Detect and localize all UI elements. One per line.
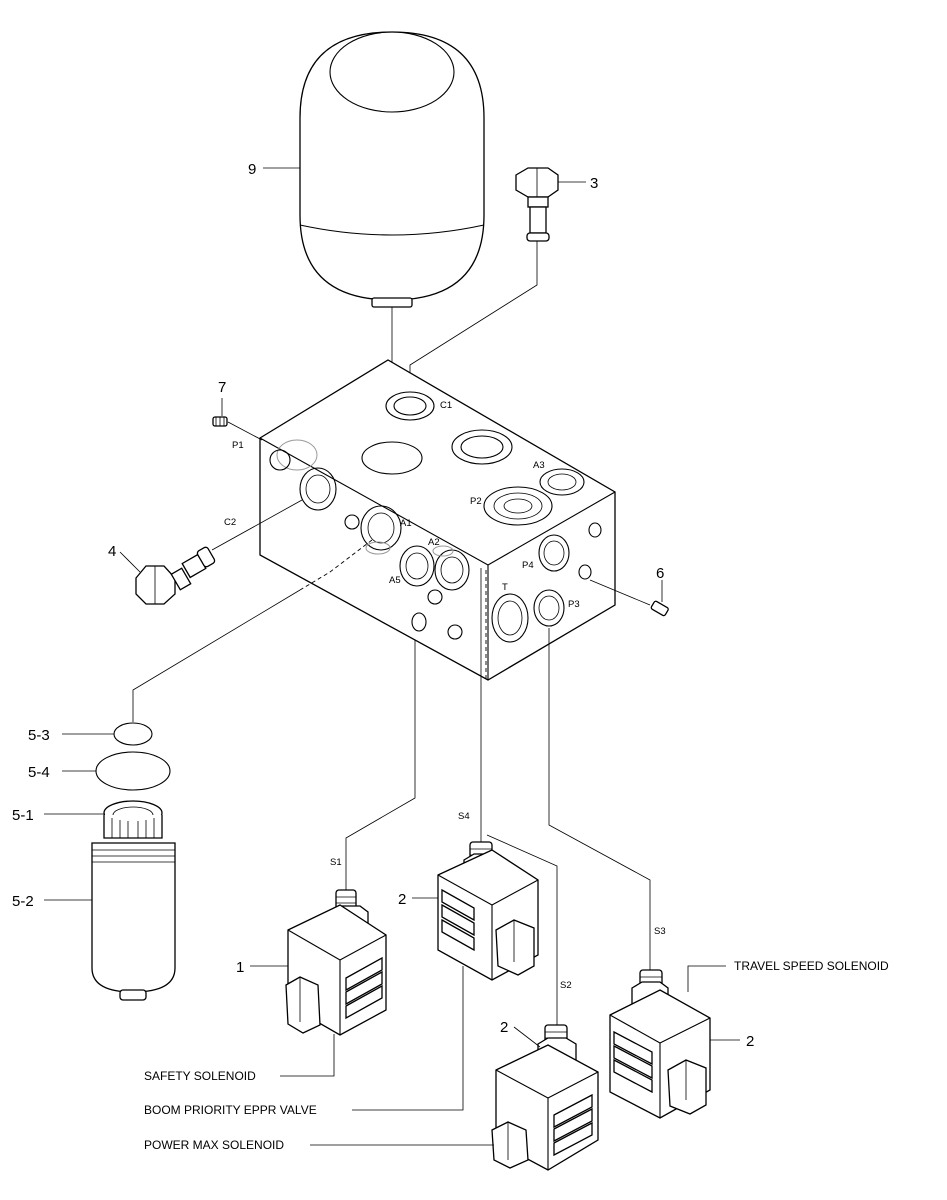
callout-2-power: 2	[500, 1019, 508, 1036]
callout-5-2: 5-2	[12, 893, 34, 910]
port-s3-label: S3	[654, 926, 666, 937]
port-p3-label: P3	[568, 599, 580, 610]
plug-item-7	[212, 398, 263, 441]
callout-numbers: 9 3 7 4 6 5-3 5-4 5-1 5-2 1 2 2 2	[12, 161, 754, 1050]
manifold-block	[259, 359, 616, 681]
plug-item-6	[589, 579, 669, 617]
solenoid-s4-boom-priority	[437, 568, 539, 981]
port-s1-label: S1	[330, 857, 342, 868]
callout-6: 6	[656, 565, 664, 582]
port-p2-label: P2	[470, 496, 482, 507]
solenoid-s3-travel-speed	[548, 628, 711, 1119]
port-a3-label: A3	[533, 460, 545, 471]
port-s4-label: S4	[458, 811, 470, 822]
port-a2-label: A2	[428, 537, 440, 548]
callout-4: 4	[108, 543, 116, 560]
cartridge-item-5	[91, 539, 373, 1001]
callout-5-1: 5-1	[12, 807, 34, 824]
port-p4-label: P4	[522, 560, 534, 571]
caption-boom-priority-eppr-valve: BOOM PRIORITY EPPR VALVE	[144, 1103, 317, 1117]
callout-5-3: 5-3	[28, 727, 50, 744]
accumulator	[299, 31, 485, 440]
solenoid-s2-power-max	[486, 834, 599, 1171]
plug-item-3	[409, 167, 559, 405]
port-t-label: T	[502, 582, 508, 593]
callout-1: 1	[236, 959, 244, 976]
port-c1-label: C1	[440, 400, 452, 411]
callout-2-travel: 2	[746, 1033, 754, 1050]
caption-travel-speed-solenoid: TRAVEL SPEED SOLENOID	[734, 959, 889, 973]
callout-leaders	[44, 167, 740, 1146]
port-c2-label: C2	[224, 517, 236, 528]
solenoid-1-safety	[285, 640, 416, 1036]
port-labels: C1 C2 P1 P2 P3 P4 A1 A2 A3 A5 T	[224, 400, 580, 610]
callout-7: 7	[218, 379, 226, 396]
callout-5-4: 5-4	[28, 764, 50, 781]
caption-power-max-solenoid: POWER MAX SOLENOID	[144, 1138, 284, 1152]
plug-item-4	[135, 499, 303, 605]
callout-3: 3	[590, 175, 598, 192]
port-a1-label: A1	[400, 518, 412, 529]
port-p1-label: P1	[232, 440, 244, 451]
callout-9: 9	[248, 161, 256, 178]
captions: SAFETY SOLENOID BOOM PRIORITY EPPR VALVE…	[144, 959, 889, 1152]
callout-2-boom: 2	[398, 891, 406, 908]
caption-safety-solenoid: SAFETY SOLENOID	[144, 1069, 256, 1083]
port-s2-label: S2	[560, 980, 572, 991]
port-a5-label: A5	[389, 575, 401, 586]
